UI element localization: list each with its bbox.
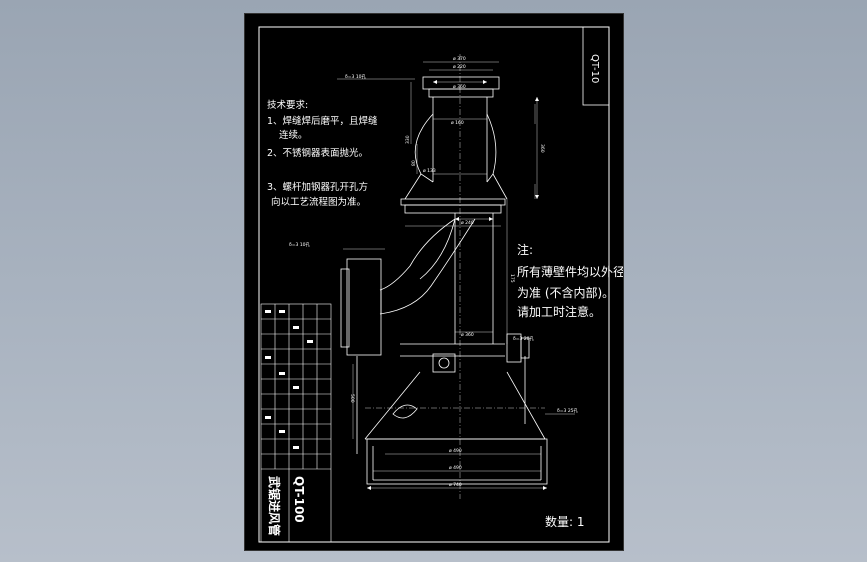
part-geometry [340, 76, 548, 485]
dim-height-mid: 175 [509, 274, 515, 283]
dim-height-lower: 500 [349, 394, 355, 403]
note-line-3: 请加工时注意。 [517, 304, 601, 319]
title-block [260, 303, 332, 543]
title-block-name: 武锯进风管 [267, 476, 282, 536]
tech-req-line-1: 1、焊缝焊后磨平，且焊缝 [267, 115, 378, 127]
dimension-lines [337, 61, 575, 489]
dim-top-inner: ø 220 [453, 64, 466, 70]
dim-mid-pipe: ø 240 [461, 220, 474, 226]
note-title: 注: [517, 242, 533, 257]
dim-top-outer: ø 370 [453, 56, 466, 62]
title-block-marks [265, 310, 313, 449]
dim-bulge: ø 133 [423, 168, 436, 174]
dim-side-2: 80 [411, 160, 417, 166]
dim-base-3: ø 740 [449, 482, 462, 488]
callout-top: δ=3 10孔 [345, 73, 367, 80]
tech-req-line-2: 连续。 [279, 129, 308, 141]
dim-height-upper: 360 [539, 144, 545, 153]
dim-base-1: ø 490 [449, 448, 462, 454]
tech-requirements-title: 技术要求: [267, 99, 308, 111]
code-box: QT-10 [582, 26, 610, 106]
callout-elbow: δ=3 10孔 [289, 241, 311, 248]
dim-base-2: ø 490 [449, 465, 462, 471]
title-block-code: QT-100 [292, 476, 306, 523]
cad-drawing: QT-10 QT-100 武锯进风管 技术要求: 1、焊缝焊后磨平，且焊缝 连续… [258, 26, 623, 543]
dim-flange: ø 360 [453, 84, 466, 90]
tech-req-line-5: 向以工艺流程图为准。 [271, 196, 366, 208]
dim-pipe: ø 160 [451, 120, 464, 126]
dim-side-1: 330 [405, 135, 411, 144]
callout-right: δ=3 20孔 [513, 335, 535, 342]
note-line-1: 所有薄壁件均以外径 [517, 264, 623, 279]
dim-lower-pipe: ø 360 [461, 332, 474, 338]
callout-base: δ=3 25孔 [557, 407, 579, 414]
tech-req-line-3: 2、不锈钢器表面抛光。 [267, 147, 368, 159]
note-line-2: 为准 (不含内部)。 [517, 285, 614, 300]
code-box-label: QT-10 [589, 54, 600, 83]
drawing-border [258, 26, 610, 543]
drawing-sheet: QT-10 QT-100 武锯进风管 技术要求: 1、焊缝焊后磨平，且焊缝 连续… [244, 13, 624, 551]
tech-req-line-4: 3、螺杆加钢器孔开孔方 [267, 181, 368, 193]
leader-marks [367, 80, 547, 490]
centerlines [365, 54, 545, 499]
quantity-label: 数量: 1 [545, 514, 585, 529]
